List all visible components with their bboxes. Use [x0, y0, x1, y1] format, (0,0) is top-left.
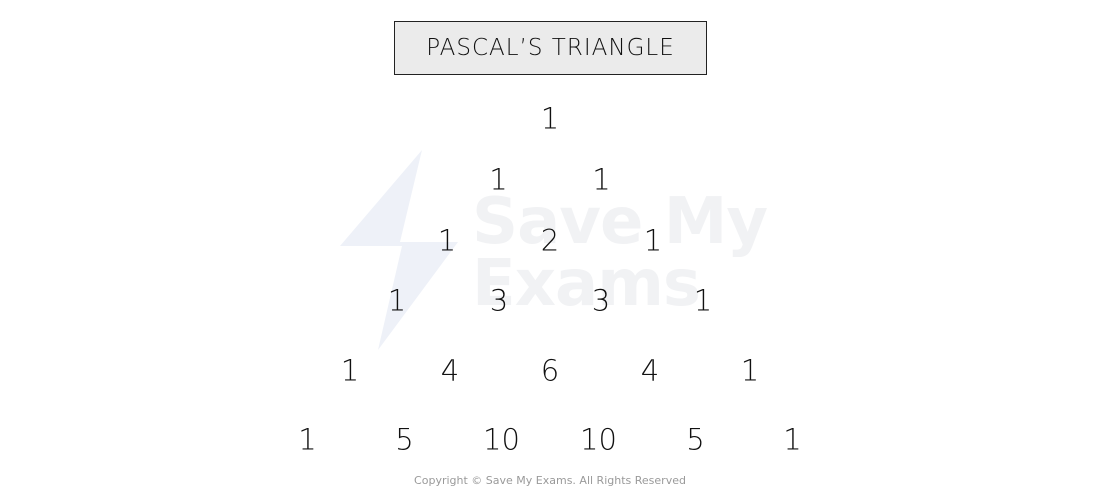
- triangle-number: 1: [643, 223, 663, 258]
- diagram-title: PASCAL’S TRIANGLE: [426, 35, 675, 61]
- triangle-number: 1: [387, 283, 407, 318]
- copyright-notice: Copyright © Save My Exams. All Rights Re…: [414, 474, 686, 487]
- triangle-number: 1: [437, 223, 457, 258]
- triangle-number: 4: [440, 353, 460, 388]
- triangle-number: 5: [395, 422, 414, 457]
- triangle-number: 4: [640, 353, 660, 388]
- triangle-number: 6: [540, 353, 560, 388]
- triangle-number: 1: [540, 101, 560, 136]
- triangle-number: 3: [591, 283, 611, 318]
- watermark-lightning-bolt-icon: [340, 150, 458, 350]
- triangle-number: 1: [783, 422, 802, 457]
- triangle-number: 5: [686, 422, 705, 457]
- title-box: PASCAL’S TRIANGLE: [394, 21, 707, 75]
- triangle-number: 3: [489, 283, 509, 318]
- triangle-number: 1: [693, 283, 713, 318]
- triangle-number: 1: [298, 422, 317, 457]
- triangle-number: 10: [580, 422, 617, 457]
- triangle-number: 1: [592, 162, 611, 197]
- triangle-number: 1: [740, 353, 760, 388]
- triangle-number: 2: [540, 223, 560, 258]
- triangle-number: 1: [340, 353, 360, 388]
- triangle-number: 10: [483, 422, 520, 457]
- watermark-line-2: Exams: [472, 247, 701, 321]
- triangle-number: 1: [489, 162, 508, 197]
- watermark-line-1: Save My: [472, 185, 768, 259]
